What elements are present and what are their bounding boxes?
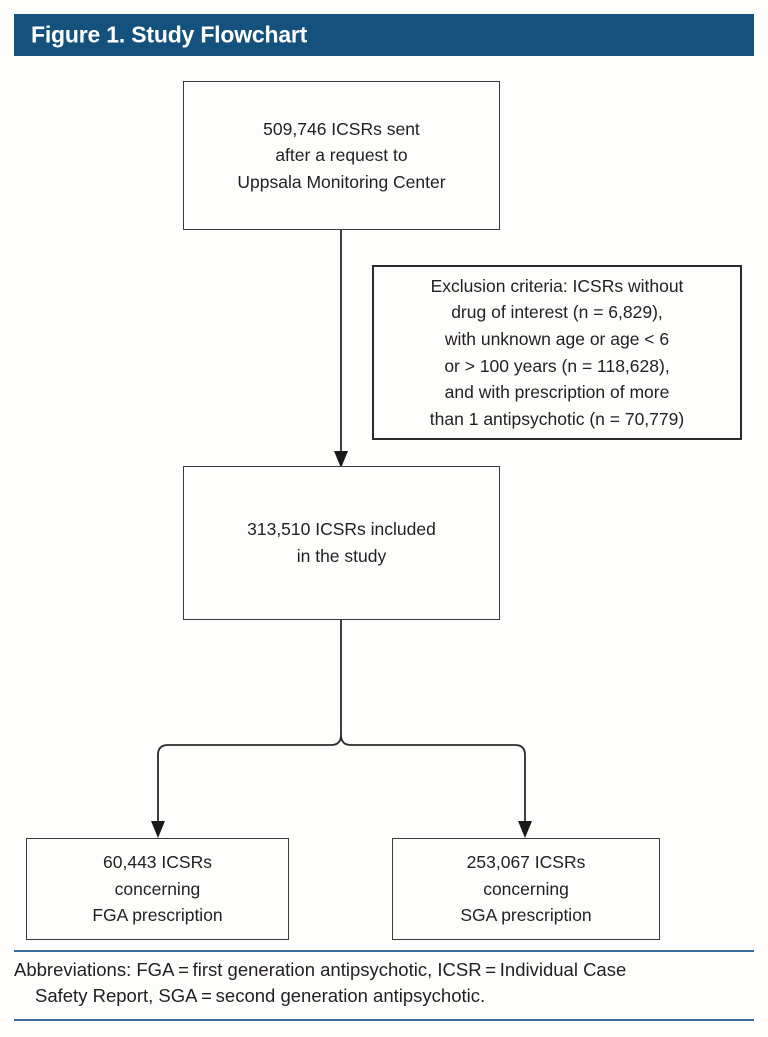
source-line-1: 509,746 ICSRs sent	[263, 118, 420, 139]
exclusion-line-1: Exclusion criteria: ICSRs without	[430, 275, 684, 296]
flow-box-sga-prescription: 253,067 ICSRs concerning SGA prescriptio…	[392, 838, 660, 940]
flow-box-exclusion-criteria: Exclusion criteria: ICSRs without drug o…	[372, 265, 742, 440]
included-line-2: in the study	[296, 546, 387, 566]
footnote-rule-bottom	[14, 1019, 754, 1021]
flow-box-source-icsrs: 509,746 ICSRs sent after a request to Up…	[183, 81, 500, 230]
flow-box-included-icsrs: 313,510 ICSRs included in the study	[183, 466, 500, 620]
flow-box-sga-text: 253,067 ICSRs concerning SGA prescriptio…	[452, 849, 599, 929]
abbreviations-footnote: Abbreviations: FGA = first generation an…	[14, 957, 758, 1010]
sga-line-3: SGA prescription	[460, 905, 592, 926]
flow-box-included-text: 313,510 ICSRs included in the study	[239, 516, 444, 569]
exclusion-line-3: with unknown age or age < 6	[444, 328, 670, 349]
fga-line-2: concerning	[114, 878, 201, 899]
footnote-line-2: Safety Report, SGA = second generation a…	[35, 985, 486, 1007]
arrowhead-sga	[518, 821, 532, 838]
connector-branch-fga	[157, 734, 342, 825]
sga-line-2: concerning	[483, 878, 569, 899]
source-line-3: Uppsala Monitoring Center	[237, 171, 446, 192]
sga-line-1: 253,067 ICSRs	[466, 852, 586, 873]
flow-box-fga-text: 60,443 ICSRs concerning FGA prescription	[84, 849, 230, 929]
fga-line-1: 60,443 ICSRs	[103, 852, 212, 873]
exclusion-line-2: drug of interest (n = 6,829),	[451, 302, 663, 323]
figure-title: Figure 1. Study Flowchart	[31, 21, 308, 48]
exclusion-line-5: and with prescription of more	[444, 382, 670, 403]
source-line-2: after a request to	[275, 145, 408, 166]
exclusion-line-6: than 1 antipsychotic (n = 70,779)	[429, 408, 685, 429]
arrowhead-fga	[151, 821, 165, 838]
exclusion-line-4: or > 100 years (n = 118,628),	[444, 355, 670, 376]
footnote-line-1: Abbreviations: FGA = first generation an…	[14, 959, 627, 980]
flow-box-fga-prescription: 60,443 ICSRs concerning FGA prescription	[26, 838, 289, 940]
connector-branch-sga	[340, 734, 526, 825]
flow-box-exclusion-text: Exclusion criteria: ICSRs without drug o…	[422, 273, 692, 433]
fga-line-3: FGA prescription	[92, 905, 223, 926]
flow-box-source-text: 509,746 ICSRs sent after a request to Up…	[229, 116, 453, 196]
footnote-rule-top	[14, 950, 754, 952]
figure-header-bar: Figure 1. Study Flowchart	[14, 14, 754, 56]
included-line-1: 313,510 ICSRs included	[247, 519, 436, 540]
